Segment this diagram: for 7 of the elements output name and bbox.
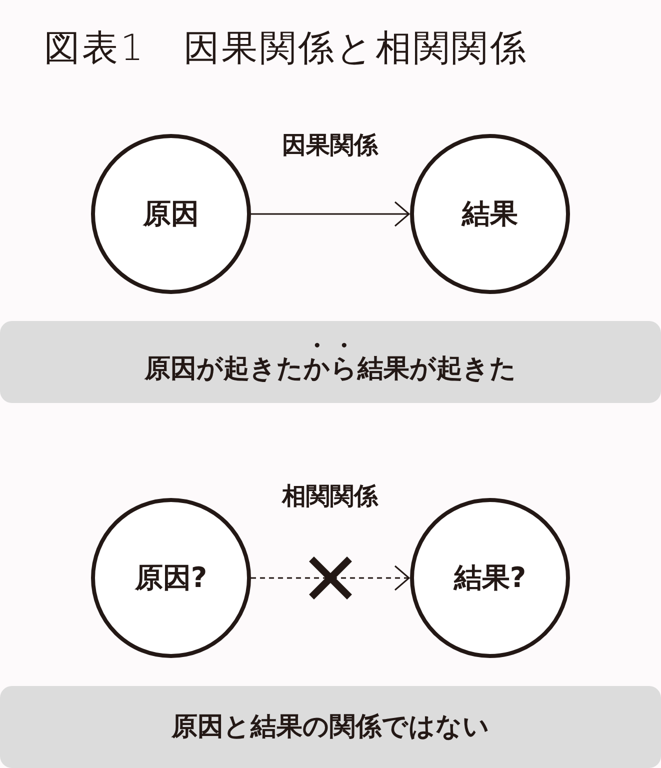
diagram-title: 図表1 因果関係と相関関係 [44,27,528,71]
statement-band: 原因と結果の関係ではない [0,686,661,768]
statement-band: 原因が起きたから結果が起きた [0,321,661,403]
arrow [251,565,410,591]
relation-heading: 因果関係 [282,130,378,160]
relation-heading: 相関関係 [282,481,378,511]
arrow [251,201,410,227]
